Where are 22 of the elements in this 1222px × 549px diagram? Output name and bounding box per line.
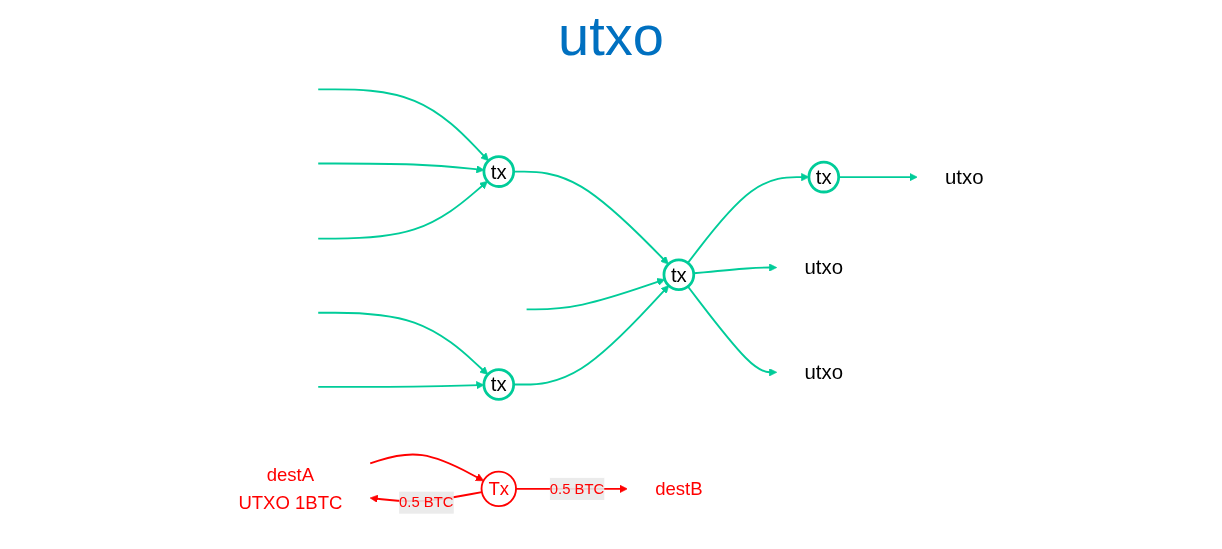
edge-label: 0.5 BTC xyxy=(549,480,605,497)
node-circle: tx xyxy=(482,155,516,188)
arrow xyxy=(525,278,666,311)
arrow xyxy=(687,173,810,264)
node-circle: Tx xyxy=(480,470,517,508)
node-circle: tx xyxy=(482,368,516,401)
node-text: utxo xyxy=(804,255,844,280)
arrow xyxy=(317,381,485,390)
node-text: destB xyxy=(655,478,703,500)
arrow xyxy=(317,88,489,162)
title: utxo xyxy=(557,4,665,68)
node-circle: tx xyxy=(662,258,696,291)
arrow xyxy=(369,453,484,482)
edge-label: 0.5 BTC xyxy=(399,494,454,511)
arrow xyxy=(317,162,485,174)
arrow xyxy=(317,311,489,375)
node-text: utxo xyxy=(804,360,844,384)
node-text: destA UTXO 1BTC xyxy=(238,464,343,513)
node-circle: tx xyxy=(807,160,841,194)
node-text: utxo xyxy=(945,165,984,189)
arrow xyxy=(687,285,778,377)
arrow xyxy=(317,180,488,240)
